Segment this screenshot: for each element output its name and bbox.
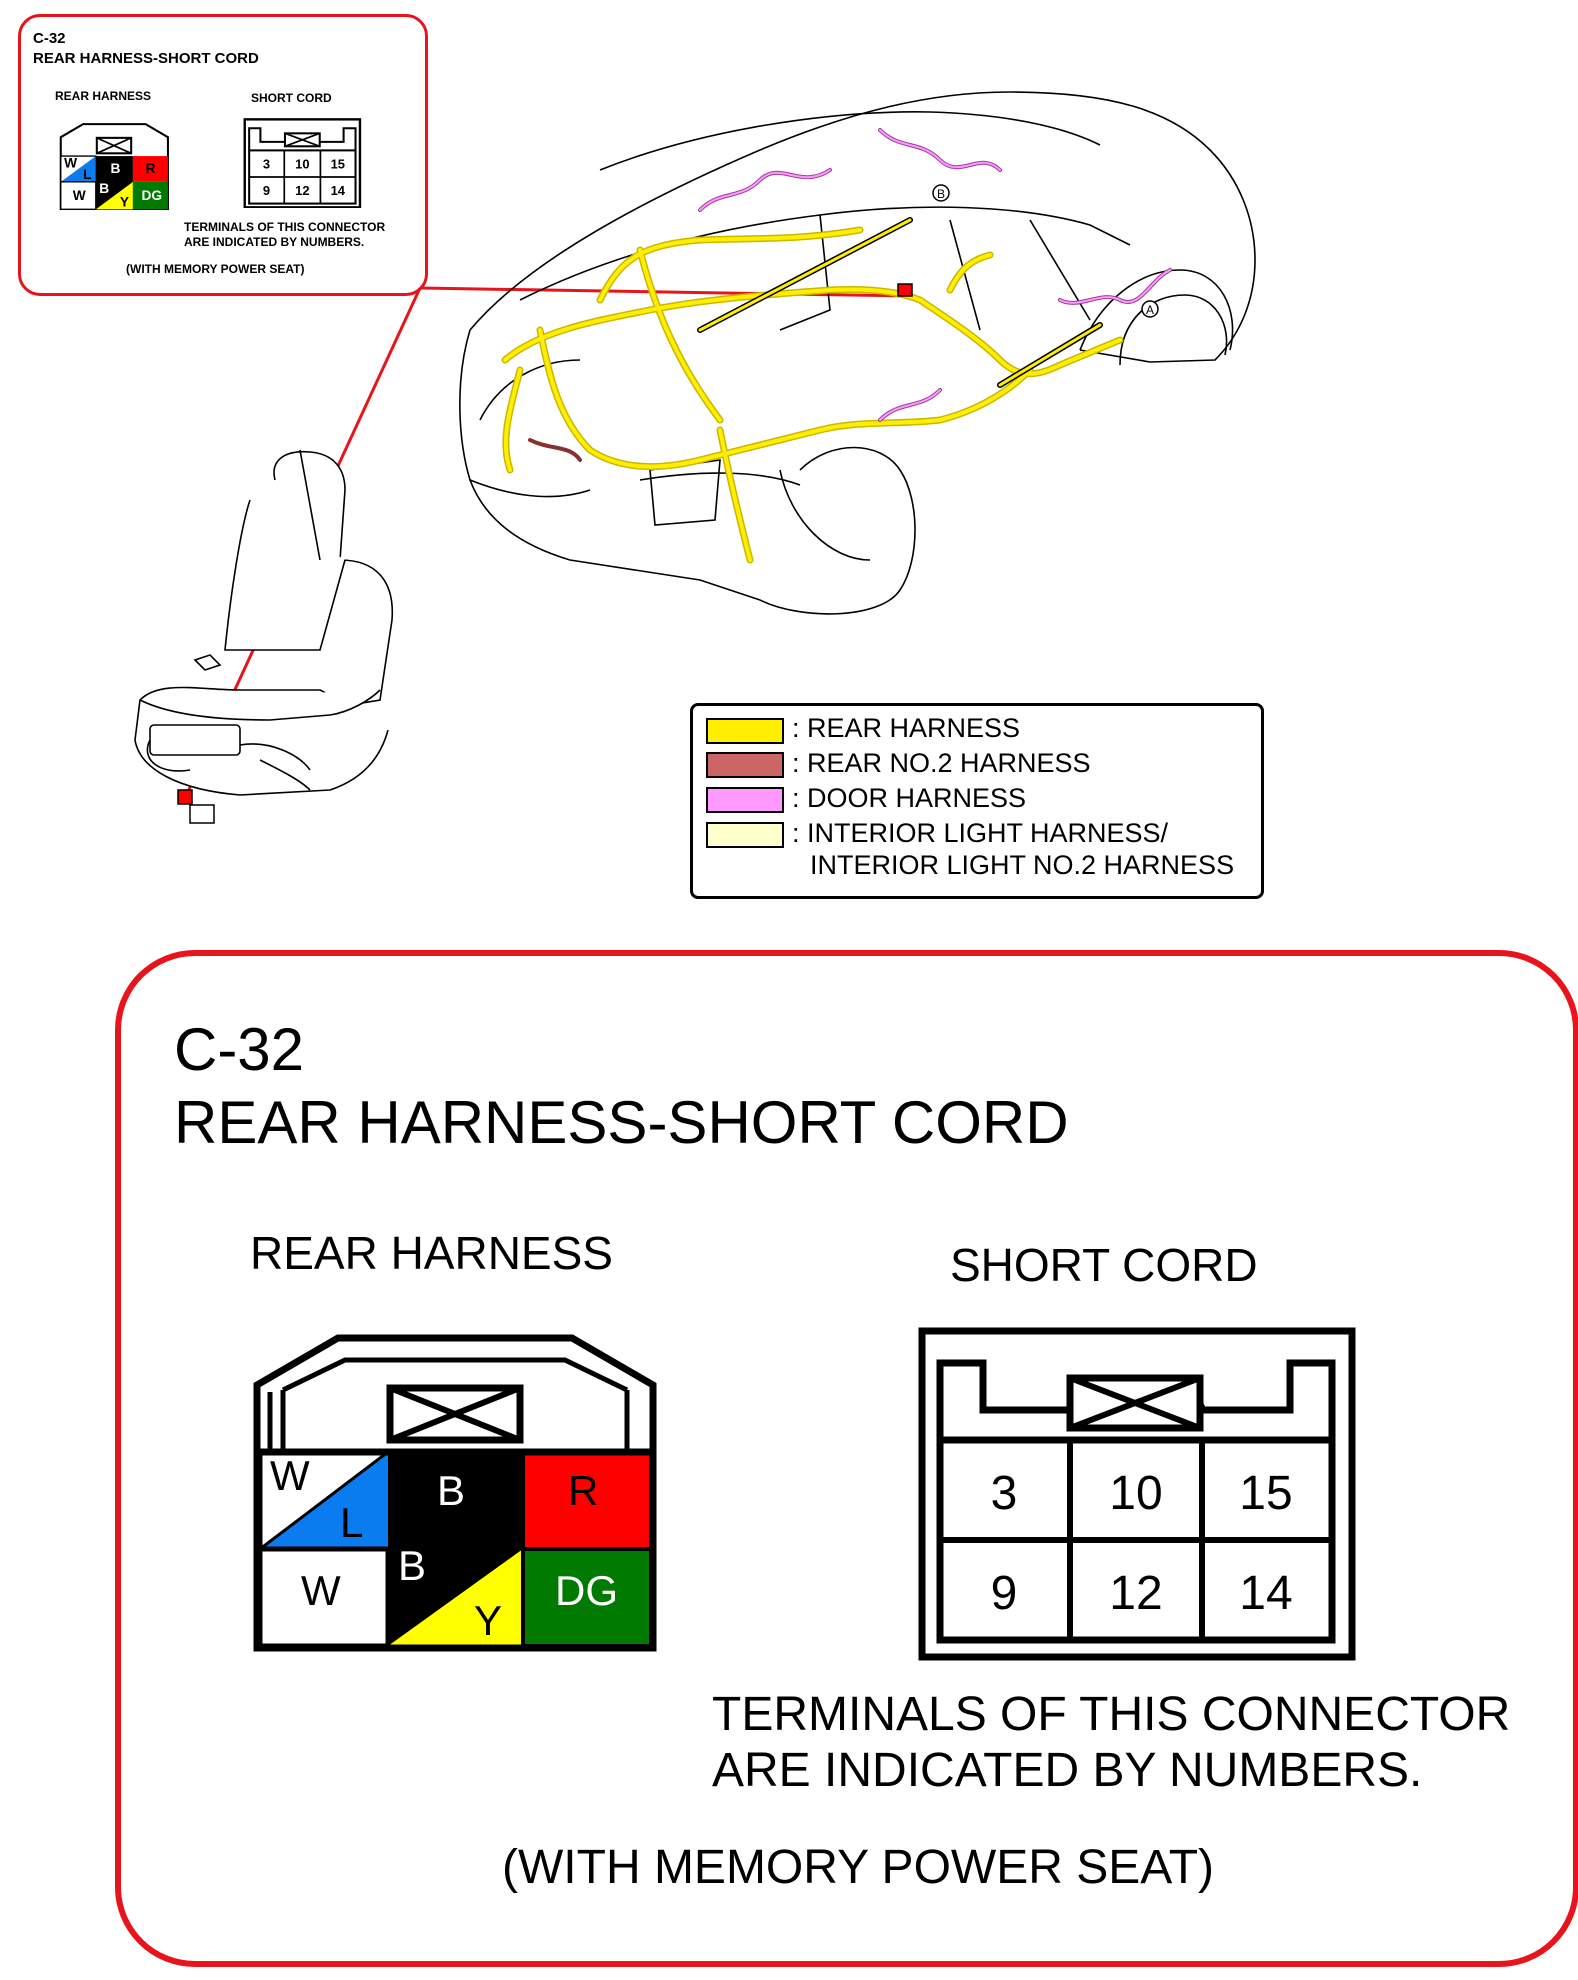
small-pin-10: 10 [295,156,309,171]
small-pin-r: R [146,161,156,176]
short-cord-label: SHORT CORD [950,1239,1258,1291]
rear-pin-b2: B [398,1542,426,1589]
legend-label-rear-harness: : REAR HARNESS [792,713,1021,743]
rear-pin-cell-5-y-stripe [388,1549,523,1646]
seat-connector-c32 [177,789,193,805]
legend-swatch-rear-no2-harness [706,752,784,778]
terminal-3: 3 [991,1467,1018,1520]
legend-label-interior-light-harness: : INTERIOR LIGHT HARNESS/ [792,818,1169,848]
marker-a-label: A [1146,303,1154,317]
large-callout [115,950,1578,1967]
terminal-10: 10 [1109,1467,1162,1520]
terminal-9: 9 [991,1567,1018,1620]
small-rear-harness-connector: W L B R W B Y DG [59,123,169,210]
rear-pin-y: Y [474,1597,502,1644]
small-pin-l: L [83,167,91,182]
small-pin-3: 3 [263,156,270,171]
legend-swatch-door-harness [706,787,784,813]
small-pin-w1: W [64,155,77,170]
rear-pin-w1: W [270,1452,310,1499]
small-terminals-note-1: TERMINALS OF THIS CONNECTOR [184,220,386,234]
legend-label-door-harness: : DOOR HARNESS [792,783,1027,813]
rear-pin-l: L [340,1499,363,1546]
small-callout [18,14,428,296]
vehicle-harness-illustration: A B [134,91,1256,824]
legend-label-rear-no2-harness: : REAR NO.2 HARNESS [792,748,1091,778]
small-pin-b2: B [99,181,109,196]
small-pin-15: 15 [331,156,345,171]
connector-name: REAR HARNESS-SHORT CORD [174,1089,1069,1156]
small-callout-title: REAR HARNESS-SHORT CORD [33,50,259,67]
memory-power-seat-condition: (WITH MEMORY POWER SEAT) [502,1841,1215,1894]
rear-pin-b1: B [437,1467,465,1514]
terminals-note-line-2: ARE INDICATED BY NUMBERS. [712,1744,1423,1797]
small-condition: (WITH MEMORY POWER SEAT) [126,262,305,276]
terminal-14: 14 [1239,1567,1292,1620]
marker-b: B [932,184,950,202]
small-pin-14: 14 [331,183,346,198]
legend-swatch-rear-harness [706,718,784,744]
seat-harness [146,724,311,791]
small-pin-12: 12 [295,183,309,198]
connector-code: C-32 [174,1016,305,1083]
small-pin-b1: B [111,161,121,176]
terminal-15: 15 [1239,1467,1292,1520]
small-pin-dg: DG [141,188,162,203]
rear-pin-cell-6 [521,1547,653,1648]
small-pin-9: 9 [263,183,270,198]
legend-swatch-interior-light-harness [706,822,784,848]
rear-pin-dg: DG [555,1567,618,1614]
small-callout-code: C-32 [33,30,66,47]
rear-pin-w2: W [301,1567,341,1614]
small-short-label: SHORT CORD [251,91,332,105]
small-pin-w2: W [73,188,86,203]
rear-harness-label: REAR HARNESS [250,1227,613,1279]
harness-legend [690,703,1264,899]
marker-a: A [1141,300,1159,318]
small-rear-label: REAR HARNESS [55,89,152,103]
rear-no2-harness-wires [528,438,582,462]
seat [134,449,394,796]
small-pin-y: Y [120,195,129,210]
rear-pin-r: R [568,1467,598,1514]
terminals-note-line-1: TERMINALS OF THIS CONNECTOR [712,1688,1511,1741]
small-terminals-note-2: ARE INDICATED BY NUMBERS. [184,235,365,249]
marker-b-label: B [937,187,945,201]
car-connector-c32 [897,283,913,297]
small-short-cord-connector: 3 10 15 9 12 14 [243,118,362,208]
legend-label-interior-light-no2-harness: INTERIOR LIGHT NO.2 HARNESS [810,850,1235,880]
terminal-12: 12 [1109,1567,1162,1620]
